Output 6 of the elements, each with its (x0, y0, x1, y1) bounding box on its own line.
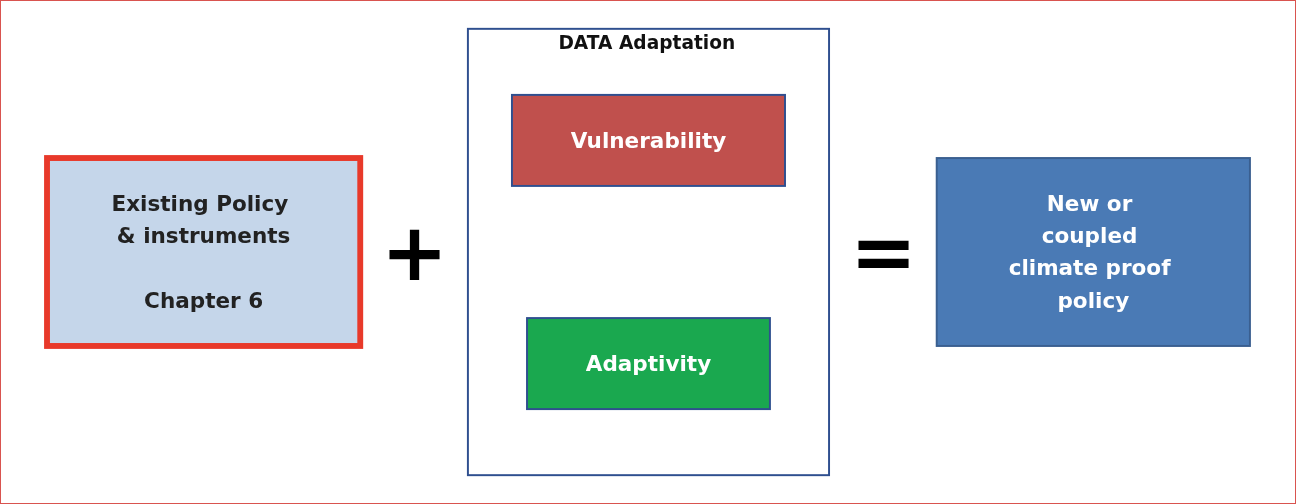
node-box: Existing Policy & instruments Chapter 6 (43, 155, 363, 349)
node-box: Vulnerability (510, 93, 786, 187)
operator-sign: + (381, 213, 449, 293)
operator-sign: = (849, 213, 917, 293)
node-box: New or coupled climate proof policy (935, 157, 1251, 347)
node-box: Adaptivity (525, 317, 771, 411)
